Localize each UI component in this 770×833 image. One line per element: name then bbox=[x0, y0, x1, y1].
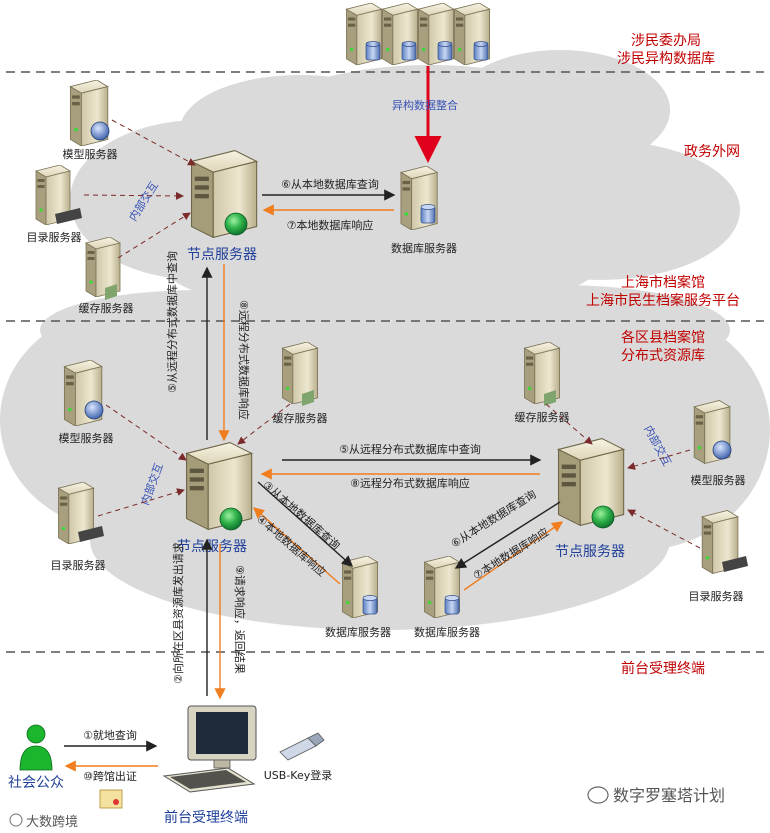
upper-db-server: 数据库服务器 bbox=[391, 166, 457, 255]
lower-cache-server: 缓存服务器 bbox=[273, 342, 328, 425]
upper-node-server: 节点服务器 bbox=[187, 150, 258, 263]
upper-dashed-links bbox=[83, 119, 196, 259]
lower-left-node-server: 节点服务器 bbox=[177, 441, 253, 555]
watermark-right: 数字罗塞塔计划 bbox=[587, 786, 725, 805]
integration-label: 异构数据整合 bbox=[392, 98, 458, 112]
step8-vertical-label: ⑧远程分布式数据库响应 bbox=[237, 300, 251, 420]
step2-label: ②向所在区县资源库发出请求 bbox=[171, 542, 185, 684]
lower-left-db-server: 数据库服务器 bbox=[325, 556, 391, 639]
upper-step6-label: ⑥从本地数据库查询 bbox=[281, 177, 379, 191]
lower-left-db-server-label: 数据库服务器 bbox=[325, 625, 391, 639]
lower-right-db-server: 数据库服务器 bbox=[414, 556, 480, 639]
zone-label-egov-network: 政务外网 bbox=[684, 144, 740, 160]
upper-catalog-server-label: 目录服务器 bbox=[27, 231, 82, 244]
lower-left-node-server-label: 节点服务器 bbox=[177, 539, 247, 555]
zone-label-distributed-repo: 分布式资源库 bbox=[621, 348, 705, 364]
lower-dashed-links bbox=[97, 403, 701, 549]
step9-label: ⑨请求响应，返回结果 bbox=[233, 565, 247, 674]
public-user-icon: 社会公众 bbox=[8, 724, 64, 791]
watermark-right-text: 数字罗塞塔计划 bbox=[613, 786, 725, 805]
right-model-server-label: 模型服务器 bbox=[691, 473, 746, 487]
step8-horizontal-label: ⑧远程分布式数据库响应 bbox=[350, 476, 470, 490]
zone-label-frontend: 前台受理终端 bbox=[621, 660, 705, 677]
right-node-server-label: 节点服务器 bbox=[555, 544, 625, 560]
watermark-left: 大数跨境 bbox=[9, 813, 78, 830]
upper-catalog-server: 目录服务器 bbox=[27, 165, 82, 244]
upper-db-server-label: 数据库服务器 bbox=[391, 241, 457, 255]
right-catalog-server: 目录服务器 bbox=[689, 510, 748, 603]
certificate-icon bbox=[99, 789, 123, 809]
zone-label-committees: 涉民委办局 bbox=[631, 33, 701, 49]
upper-node-server-label: 节点服务器 bbox=[187, 247, 257, 263]
step1-label: ①就地查询 bbox=[83, 728, 137, 742]
step10-label: ⑩跨馆出证 bbox=[83, 769, 137, 783]
lower-cache-server-label: 缓存服务器 bbox=[273, 411, 328, 425]
right-catalog-server-label: 目录服务器 bbox=[689, 590, 744, 603]
zone-label-archives: 上海市档案馆 bbox=[621, 274, 705, 291]
right-cache-server: 缓存服务器 bbox=[515, 342, 570, 424]
lower-model-server: 模型服务器 bbox=[59, 360, 114, 445]
zone-label-platform: 上海市民生档案服务平台 bbox=[586, 292, 740, 309]
lower-catalog-server: 目录服务器 bbox=[51, 482, 106, 572]
watermark-left-text: 大数跨境 bbox=[26, 815, 78, 830]
zone-label-hetero-db: 涉民异构数据库 bbox=[617, 51, 715, 67]
public-user-label: 社会公众 bbox=[8, 775, 64, 791]
hetero-database-cluster bbox=[345, 3, 491, 65]
usb-key-icon: USB-Key登录 bbox=[264, 732, 333, 782]
upper-cache-server: 缓存服务器 bbox=[79, 237, 134, 315]
lower-model-server-label: 模型服务器 bbox=[59, 431, 114, 445]
left-local-response-arrow bbox=[252, 507, 341, 585]
step5-horizontal-label: ⑤从远程分布式数据库中查询 bbox=[339, 442, 481, 456]
zone-label-district-archives: 各区县档案馆 bbox=[621, 329, 705, 346]
usb-key-label: USB-Key登录 bbox=[264, 768, 333, 782]
right-node-server: 节点服务器 bbox=[555, 437, 625, 560]
upper-model-server: 模型服务器 bbox=[63, 80, 118, 161]
zone-separators bbox=[6, 71, 764, 653]
step5-vertical-label: ⑤从远程分布式数据库中查询 bbox=[165, 251, 179, 393]
right-local-response-arrow bbox=[463, 521, 564, 591]
lower-right-db-server-label: 数据库服务器 bbox=[414, 625, 480, 639]
frontend-terminal-label: 前台受理终端 bbox=[164, 809, 248, 826]
right-cache-server-label: 缓存服务器 bbox=[515, 410, 570, 424]
frontend-terminal: 前台受理终端 bbox=[162, 705, 257, 826]
right-model-server: 模型服务器 bbox=[691, 400, 746, 487]
upper-cache-server-label: 缓存服务器 bbox=[79, 301, 134, 315]
upper-step7-label: ⑦本地数据库响应 bbox=[287, 218, 374, 232]
lower-catalog-server-label: 目录服务器 bbox=[51, 559, 106, 572]
left-local-query-arrow bbox=[257, 481, 354, 567]
right-local-query-arrow bbox=[454, 501, 561, 569]
upper-model-server-label: 模型服务器 bbox=[63, 147, 118, 161]
